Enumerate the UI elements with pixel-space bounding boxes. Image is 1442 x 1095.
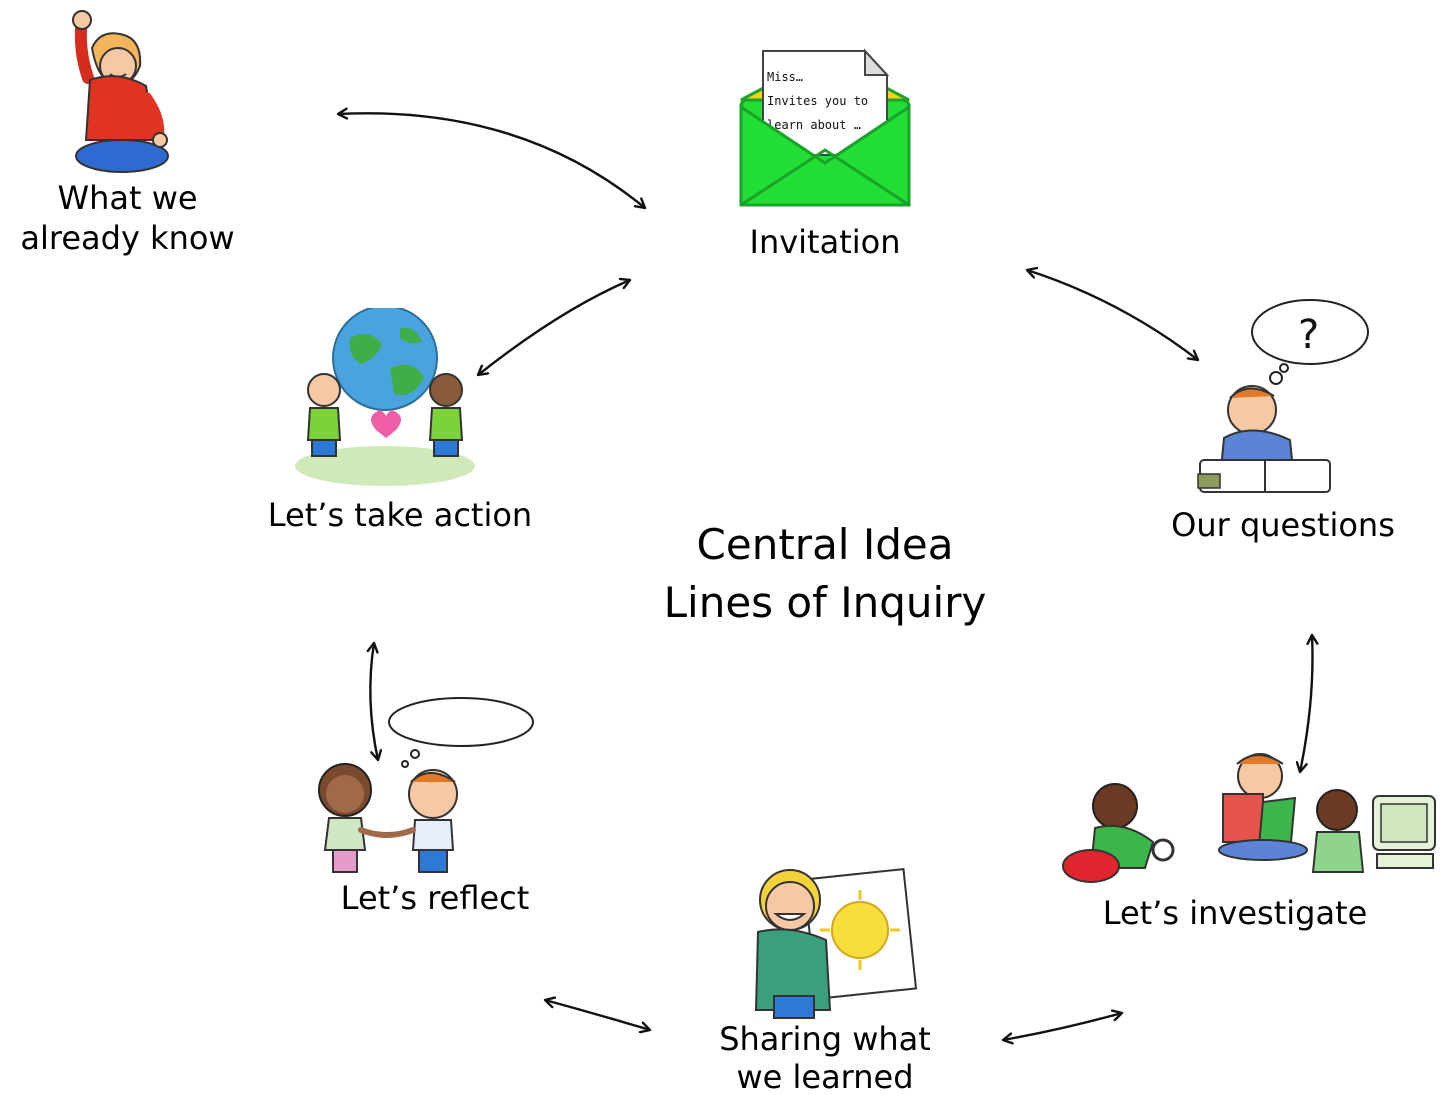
note-line-2: Invites you to [767,94,868,108]
note-line-3: learn about … [767,118,861,132]
reflecting-children-icon [318,697,534,873]
envelope-icon: Miss… Invites you to learn about … [739,48,911,207]
thought-cloud: ? [1251,299,1369,385]
node-reflect-label: Let’s reflect [340,879,530,917]
globe-children-icon [295,308,475,486]
node-invitation-label: Invitation [749,223,901,261]
arrow-sharing-reflect [545,1000,650,1030]
arrow-invitation-questions [1027,270,1198,360]
node-what-we-know-label: What we already know [20,179,235,257]
central-idea-block: Central Idea Lines of Inquiry [600,516,1050,632]
reflect-thought-cloud [388,697,534,768]
lines-of-inquiry-text: Lines of Inquiry [663,578,987,627]
sharing-child-icon [754,868,918,1019]
arrow-reflect-action [370,643,378,760]
child-raising-hand-icon [72,10,169,173]
question-mark-text: ? [1298,312,1319,358]
central-idea-text: Central Idea [696,520,954,569]
node-sharing-label: Sharing what we learned [719,1020,931,1095]
note-line-1: Miss… [767,70,803,84]
arrow-action-invitation [478,280,630,375]
arrow-questions-investigate [1300,635,1313,772]
arrow-know-invitation [338,113,645,208]
arrow-investigate-sharing [1003,1013,1122,1040]
node-our-questions-label: Our questions [1171,506,1395,544]
node-take-action-label: Let’s take action [267,496,533,534]
invitation-note: Miss… Invites you to learn about … [762,48,890,156]
node-investigate-label: Let’s investigate [1102,894,1368,932]
investigating-children-icon [1062,753,1436,883]
thinking-child-icon: ? [1197,299,1369,493]
